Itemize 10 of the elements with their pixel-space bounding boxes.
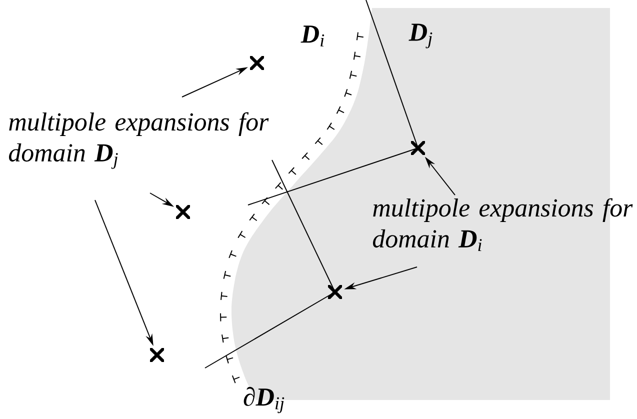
cross-mark [411, 141, 425, 155]
annotation-text: multipole expansions for domain D$_{i}$ [372, 198, 633, 252]
domain-label: D$_{i}$ [300, 26, 324, 46]
cross-mark [176, 205, 190, 219]
domain-label: ∂D$_{ij}$ [244, 386, 284, 414]
cross-mark [250, 56, 264, 70]
cross-mark [150, 348, 164, 362]
domain-label: D$_{j}$ [408, 24, 432, 48]
annotation-text: multipole expansions for domain D$_{j}$ [8, 112, 269, 169]
cross-mark [328, 285, 342, 299]
